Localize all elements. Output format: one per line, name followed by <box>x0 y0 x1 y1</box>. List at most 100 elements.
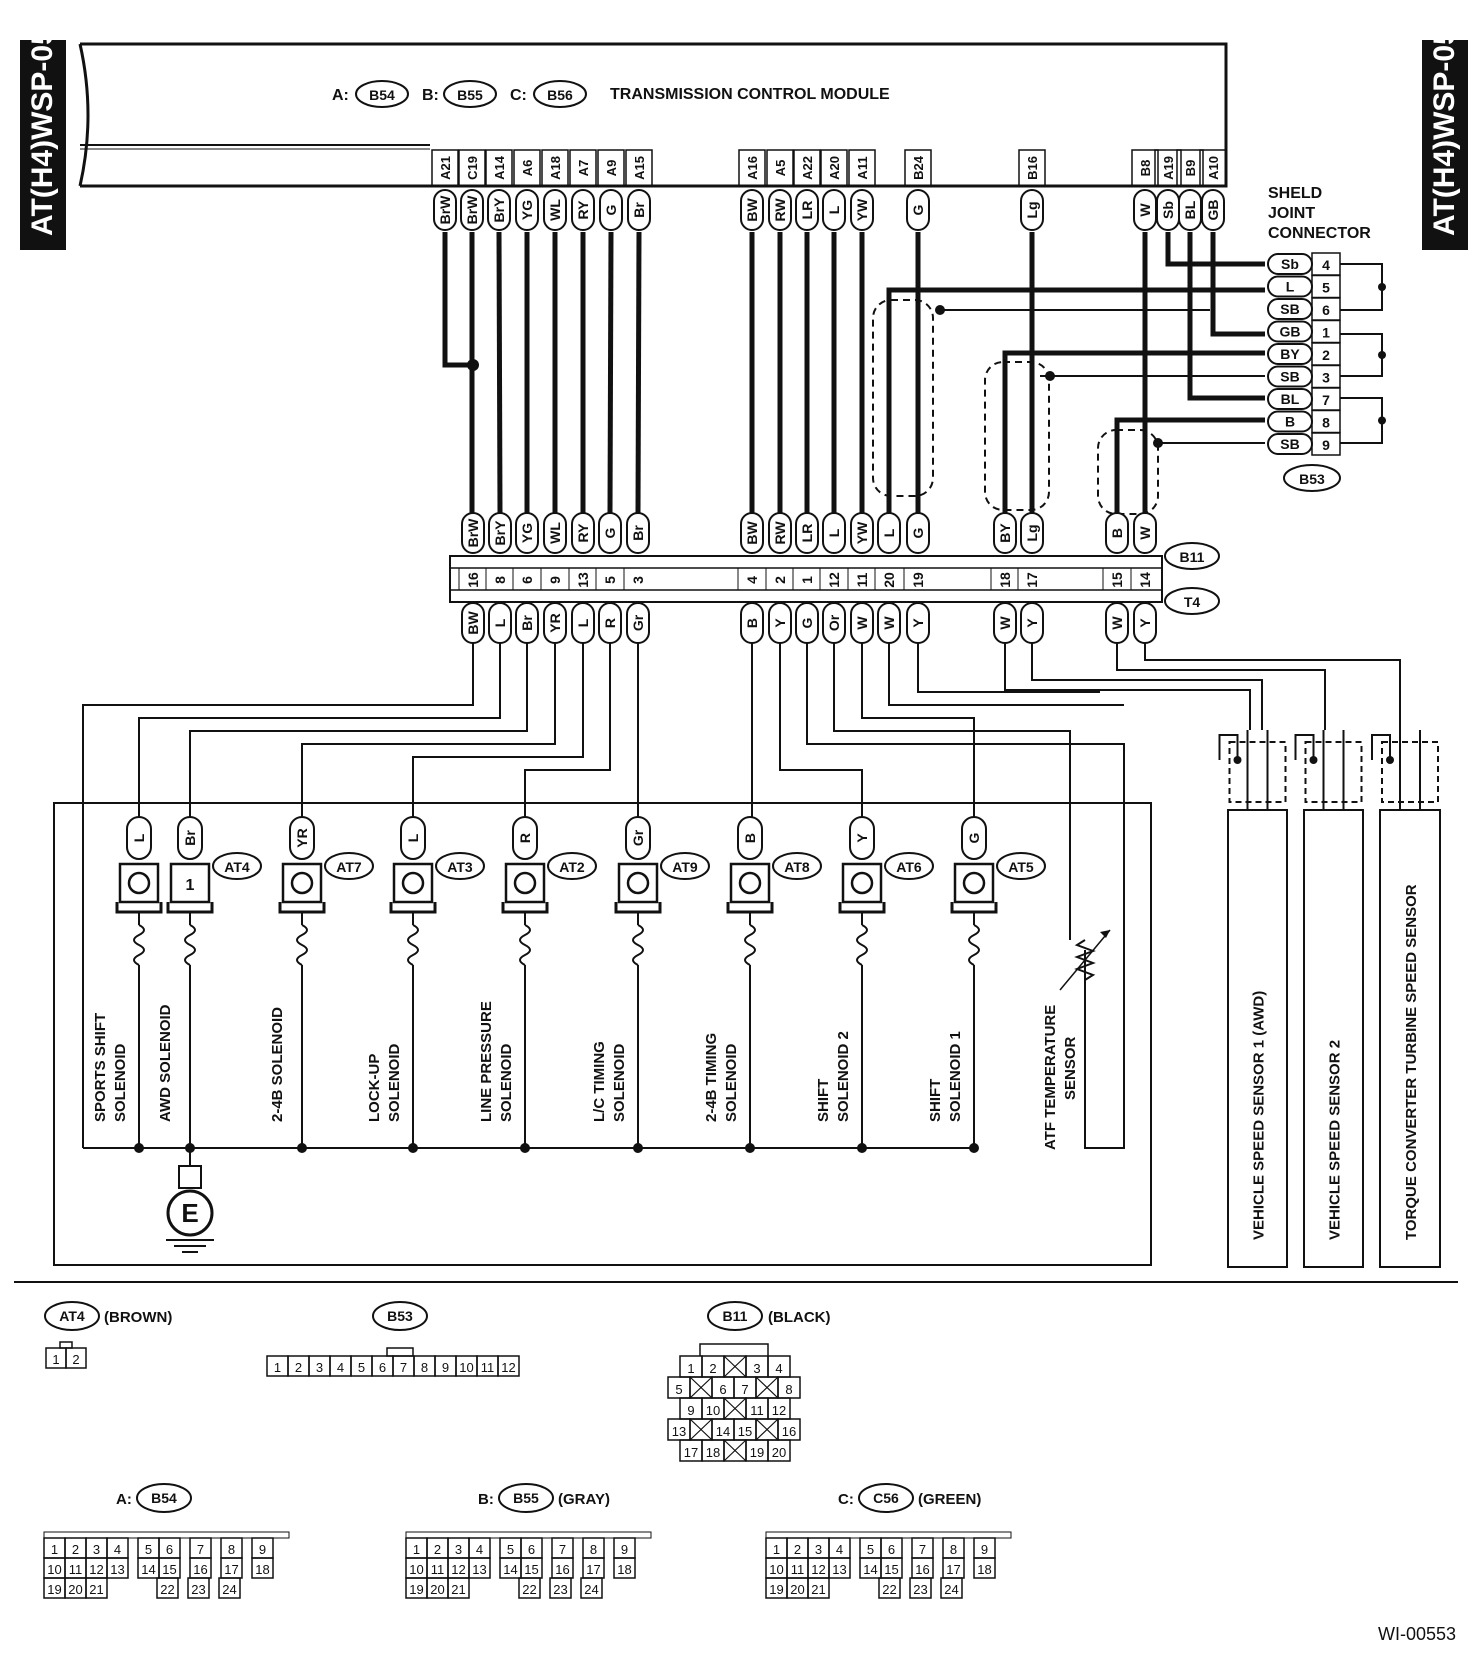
shield-row-pin: 9 <box>1322 437 1330 453</box>
solenoid-bracket <box>389 902 437 914</box>
solenoid-terminal <box>290 871 314 895</box>
legend-pin: 12 <box>501 1360 515 1375</box>
solenoid-coil-icon <box>133 924 145 966</box>
tcm-pin-id: A15 <box>632 156 647 180</box>
ground-rail-dot <box>408 1143 418 1153</box>
tcm-pin-box <box>513 149 541 187</box>
speed-sensor-name: TORQUE CONVERTER TURBINE SPEED SENSOR <box>1403 884 1420 1240</box>
ground-rail-dot <box>745 1143 755 1153</box>
legend-pin: 11 <box>481 1360 495 1375</box>
b11-pin-number: 14 <box>1137 572 1153 588</box>
legend-pin: 5 <box>145 1542 152 1557</box>
tcm-pin-box <box>431 149 459 187</box>
tcm-pin-box <box>820 149 848 187</box>
legend-pin: 8 <box>590 1542 597 1557</box>
shield-drain-dot <box>1045 371 1055 381</box>
shield-oval <box>1097 429 1159 515</box>
tcm-wire-color: W <box>1137 203 1153 217</box>
tcm-pin-box <box>1176 149 1204 187</box>
b11-top-color-capsule <box>543 512 567 554</box>
solenoid-name: SOLENOID <box>723 1043 740 1122</box>
tcm-pin-id: A20 <box>827 156 842 180</box>
legend-pin-cell <box>580 1577 603 1599</box>
b11-top-color: L <box>881 528 897 537</box>
shield-row-color: SB <box>1280 369 1299 385</box>
ground-rail-dot <box>633 1143 643 1153</box>
legend-pin: 16 <box>915 1562 929 1577</box>
solenoid-name: SHIFT <box>815 1079 832 1122</box>
solenoid-name: SOLENOID 1 <box>947 1031 964 1122</box>
wire-bl-b9 <box>1187 232 1265 401</box>
solenoid-name: SOLENOID 2 <box>835 1031 852 1122</box>
b11-pin-number: 2 <box>772 576 788 584</box>
legend-pin: 17 <box>684 1445 698 1460</box>
legend-pin: 5 <box>675 1382 682 1397</box>
b11-top-color: BrY <box>492 520 508 546</box>
wire-tcm-b11 <box>496 231 503 514</box>
legend-pin: 12 <box>89 1562 103 1577</box>
legend-pin: 2 <box>72 1352 79 1367</box>
shield-row-color: SB <box>1280 301 1299 317</box>
tcm-pin-box <box>766 149 794 187</box>
legend-pin: 1 <box>413 1542 420 1557</box>
legend-pin: 22 <box>522 1582 536 1597</box>
thermistor-arrow-head <box>1100 930 1110 938</box>
solenoid-name: LOCK-UP <box>366 1054 383 1122</box>
legend-at4-oval <box>44 1301 100 1331</box>
tcm-wire-color: BrY <box>491 197 507 223</box>
legend-pin: 2 <box>434 1542 441 1557</box>
b11-pin-number: 9 <box>547 576 563 584</box>
shield-row-pin: 5 <box>1322 280 1330 296</box>
tcm-pin-id: C19 <box>465 156 480 180</box>
solenoid-coil-icon <box>519 924 531 966</box>
tcm-wire-color-capsule <box>768 189 792 231</box>
shield-row-pin: 7 <box>1322 392 1330 408</box>
b11-pin-number: 15 <box>1109 572 1125 588</box>
solenoid-name: 2-4B SOLENOID <box>269 1007 286 1122</box>
tcm-pin-id: A16 <box>745 156 760 180</box>
legend-pin: 4 <box>775 1361 782 1376</box>
legend-pin: 7 <box>400 1360 407 1375</box>
legend-pin: 14 <box>141 1562 155 1577</box>
solenoid-wire-color-capsule <box>737 816 763 860</box>
wire-b11-solenoid <box>189 643 528 817</box>
b11-top-color-capsule <box>1105 512 1129 554</box>
b11-top-color-capsule <box>993 512 1017 554</box>
legend-pin: 18 <box>617 1562 631 1577</box>
tcm-pin-id: A19 <box>1161 156 1176 180</box>
wire-b11-solenoid <box>806 643 1125 1149</box>
b11-top-color: Lg <box>1024 524 1040 541</box>
ground-rail-dot <box>134 1143 144 1153</box>
solenoid-coil-icon <box>407 924 419 966</box>
legend-pin: 12 <box>451 1562 465 1577</box>
solenoid-terminal <box>401 871 425 895</box>
legend-pin: 12 <box>772 1403 786 1418</box>
legend-pin: 9 <box>621 1542 628 1557</box>
legend-pin-cell <box>549 1577 572 1599</box>
b11-top-color-capsule <box>906 512 930 554</box>
b11-top-color: RW <box>772 521 788 545</box>
legend-pin: 8 <box>228 1542 235 1557</box>
solenoid-conn-oval <box>996 852 1046 880</box>
legend-b53: B53 <box>387 1308 413 1324</box>
wire-b24-shield <box>917 232 1090 291</box>
b11-bottom-color-capsule <box>906 602 930 644</box>
wire-b11-solenoid <box>833 643 1071 940</box>
tcm-wire-color-capsule <box>822 189 846 231</box>
b11-pin-number: 5 <box>602 576 618 584</box>
tcm-wire-color-capsule <box>906 189 930 231</box>
side-tab-right-text: AT(H4)WSP-05 <box>1428 28 1461 236</box>
legend-pin: 10 <box>47 1562 61 1577</box>
legend-pin: 1 <box>274 1360 281 1375</box>
legend-b53-oval <box>372 1301 428 1331</box>
shield-bridge <box>1340 263 1383 311</box>
atf-sensor-label-2: SENSOR <box>1062 1036 1079 1100</box>
ground-symbol: E <box>166 1165 214 1253</box>
tcm-wire-color: Br <box>631 202 647 218</box>
shield-connector-label: B53 <box>1299 471 1325 487</box>
tcm-wire-color: L <box>826 205 842 214</box>
b11-bottom-color-capsule <box>571 602 595 644</box>
solenoid-name: SOLENOID <box>611 1043 628 1122</box>
